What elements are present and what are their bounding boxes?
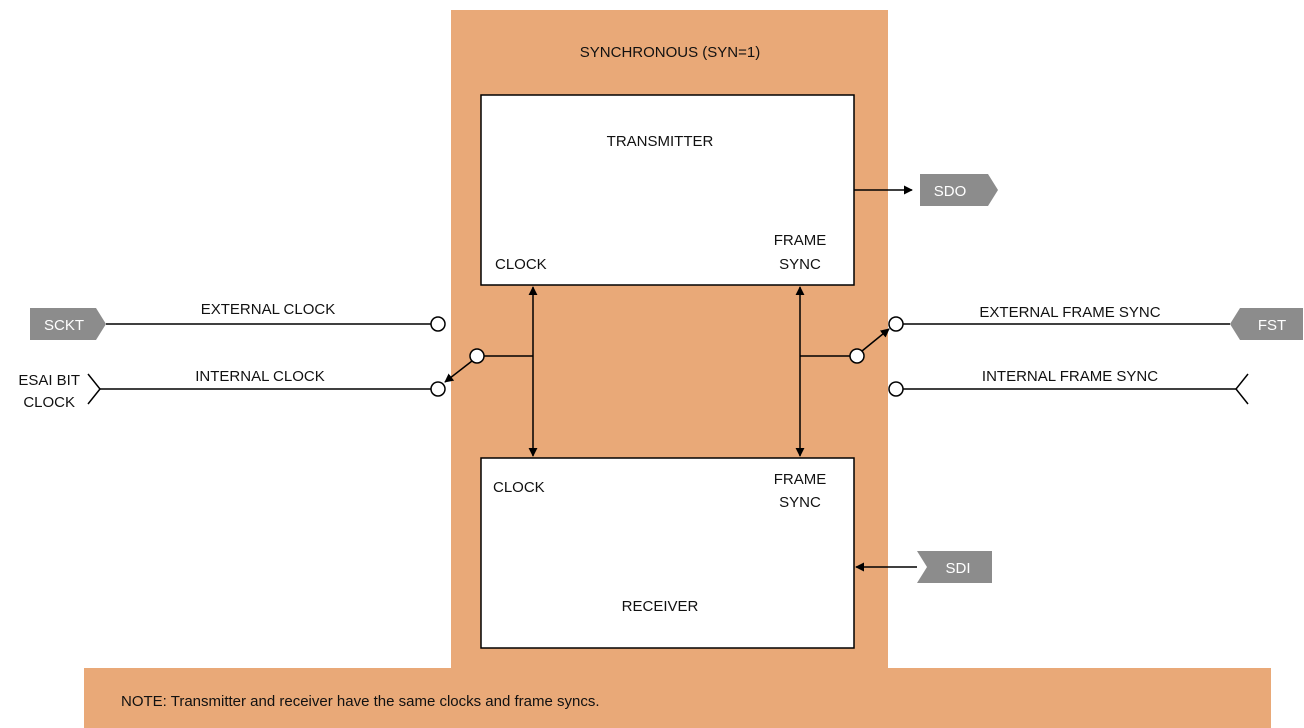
note-banner: [84, 668, 1271, 728]
frame-switch-pivot: [849, 348, 865, 364]
fst-label: FST: [1258, 317, 1286, 334]
internal-frame-sync-terminal: [1235, 373, 1249, 405]
receiver-box: [480, 457, 855, 649]
clock-switch-lever: [444, 360, 473, 383]
sdo-label: SDO: [934, 183, 967, 200]
internal-frame-sync-contact: [888, 381, 904, 397]
transmitter-sync-label: SYNC: [779, 256, 821, 273]
sckt-pin: [30, 308, 106, 340]
transmitter-box: [480, 94, 855, 286]
transmitter-title: TRANSMITTER: [607, 133, 714, 150]
sdi-label: SDI: [945, 560, 970, 577]
esai-clock-label: CLOCK: [23, 394, 75, 411]
fst-pin: [1230, 308, 1303, 340]
internal-frame-sync-label: INTERNAL FRAME SYNC: [982, 368, 1158, 385]
external-clock-contact: [430, 316, 446, 332]
clock-switch-pivot: [469, 348, 485, 364]
sdi-pin: [917, 551, 992, 583]
sckt-label: SCKT: [44, 317, 84, 334]
esai-bit-clock-terminal: [87, 373, 101, 405]
external-frame-sync-label: EXTERNAL FRAME SYNC: [979, 304, 1160, 321]
external-frame-sync-contact: [888, 316, 904, 332]
receiver-frame-label: FRAME: [774, 471, 827, 488]
external-clock-label: EXTERNAL CLOCK: [201, 301, 335, 318]
internal-clock-label: INTERNAL CLOCK: [195, 368, 324, 385]
receiver-sync-label: SYNC: [779, 494, 821, 511]
esai-bit-label: ESAI BIT: [18, 372, 80, 389]
region-title: SYNCHRONOUS (SYN=1): [580, 44, 760, 61]
note-text: NOTE: Transmitter and receiver have the …: [121, 693, 600, 710]
sdo-pin: [920, 174, 998, 206]
frame-switch-lever: [861, 328, 890, 352]
internal-clock-contact: [430, 381, 446, 397]
receiver-title: RECEIVER: [622, 598, 699, 615]
receiver-clock-label: CLOCK: [493, 479, 545, 496]
transmitter-frame-label: FRAME: [774, 232, 827, 249]
transmitter-clock-label: CLOCK: [495, 256, 547, 273]
